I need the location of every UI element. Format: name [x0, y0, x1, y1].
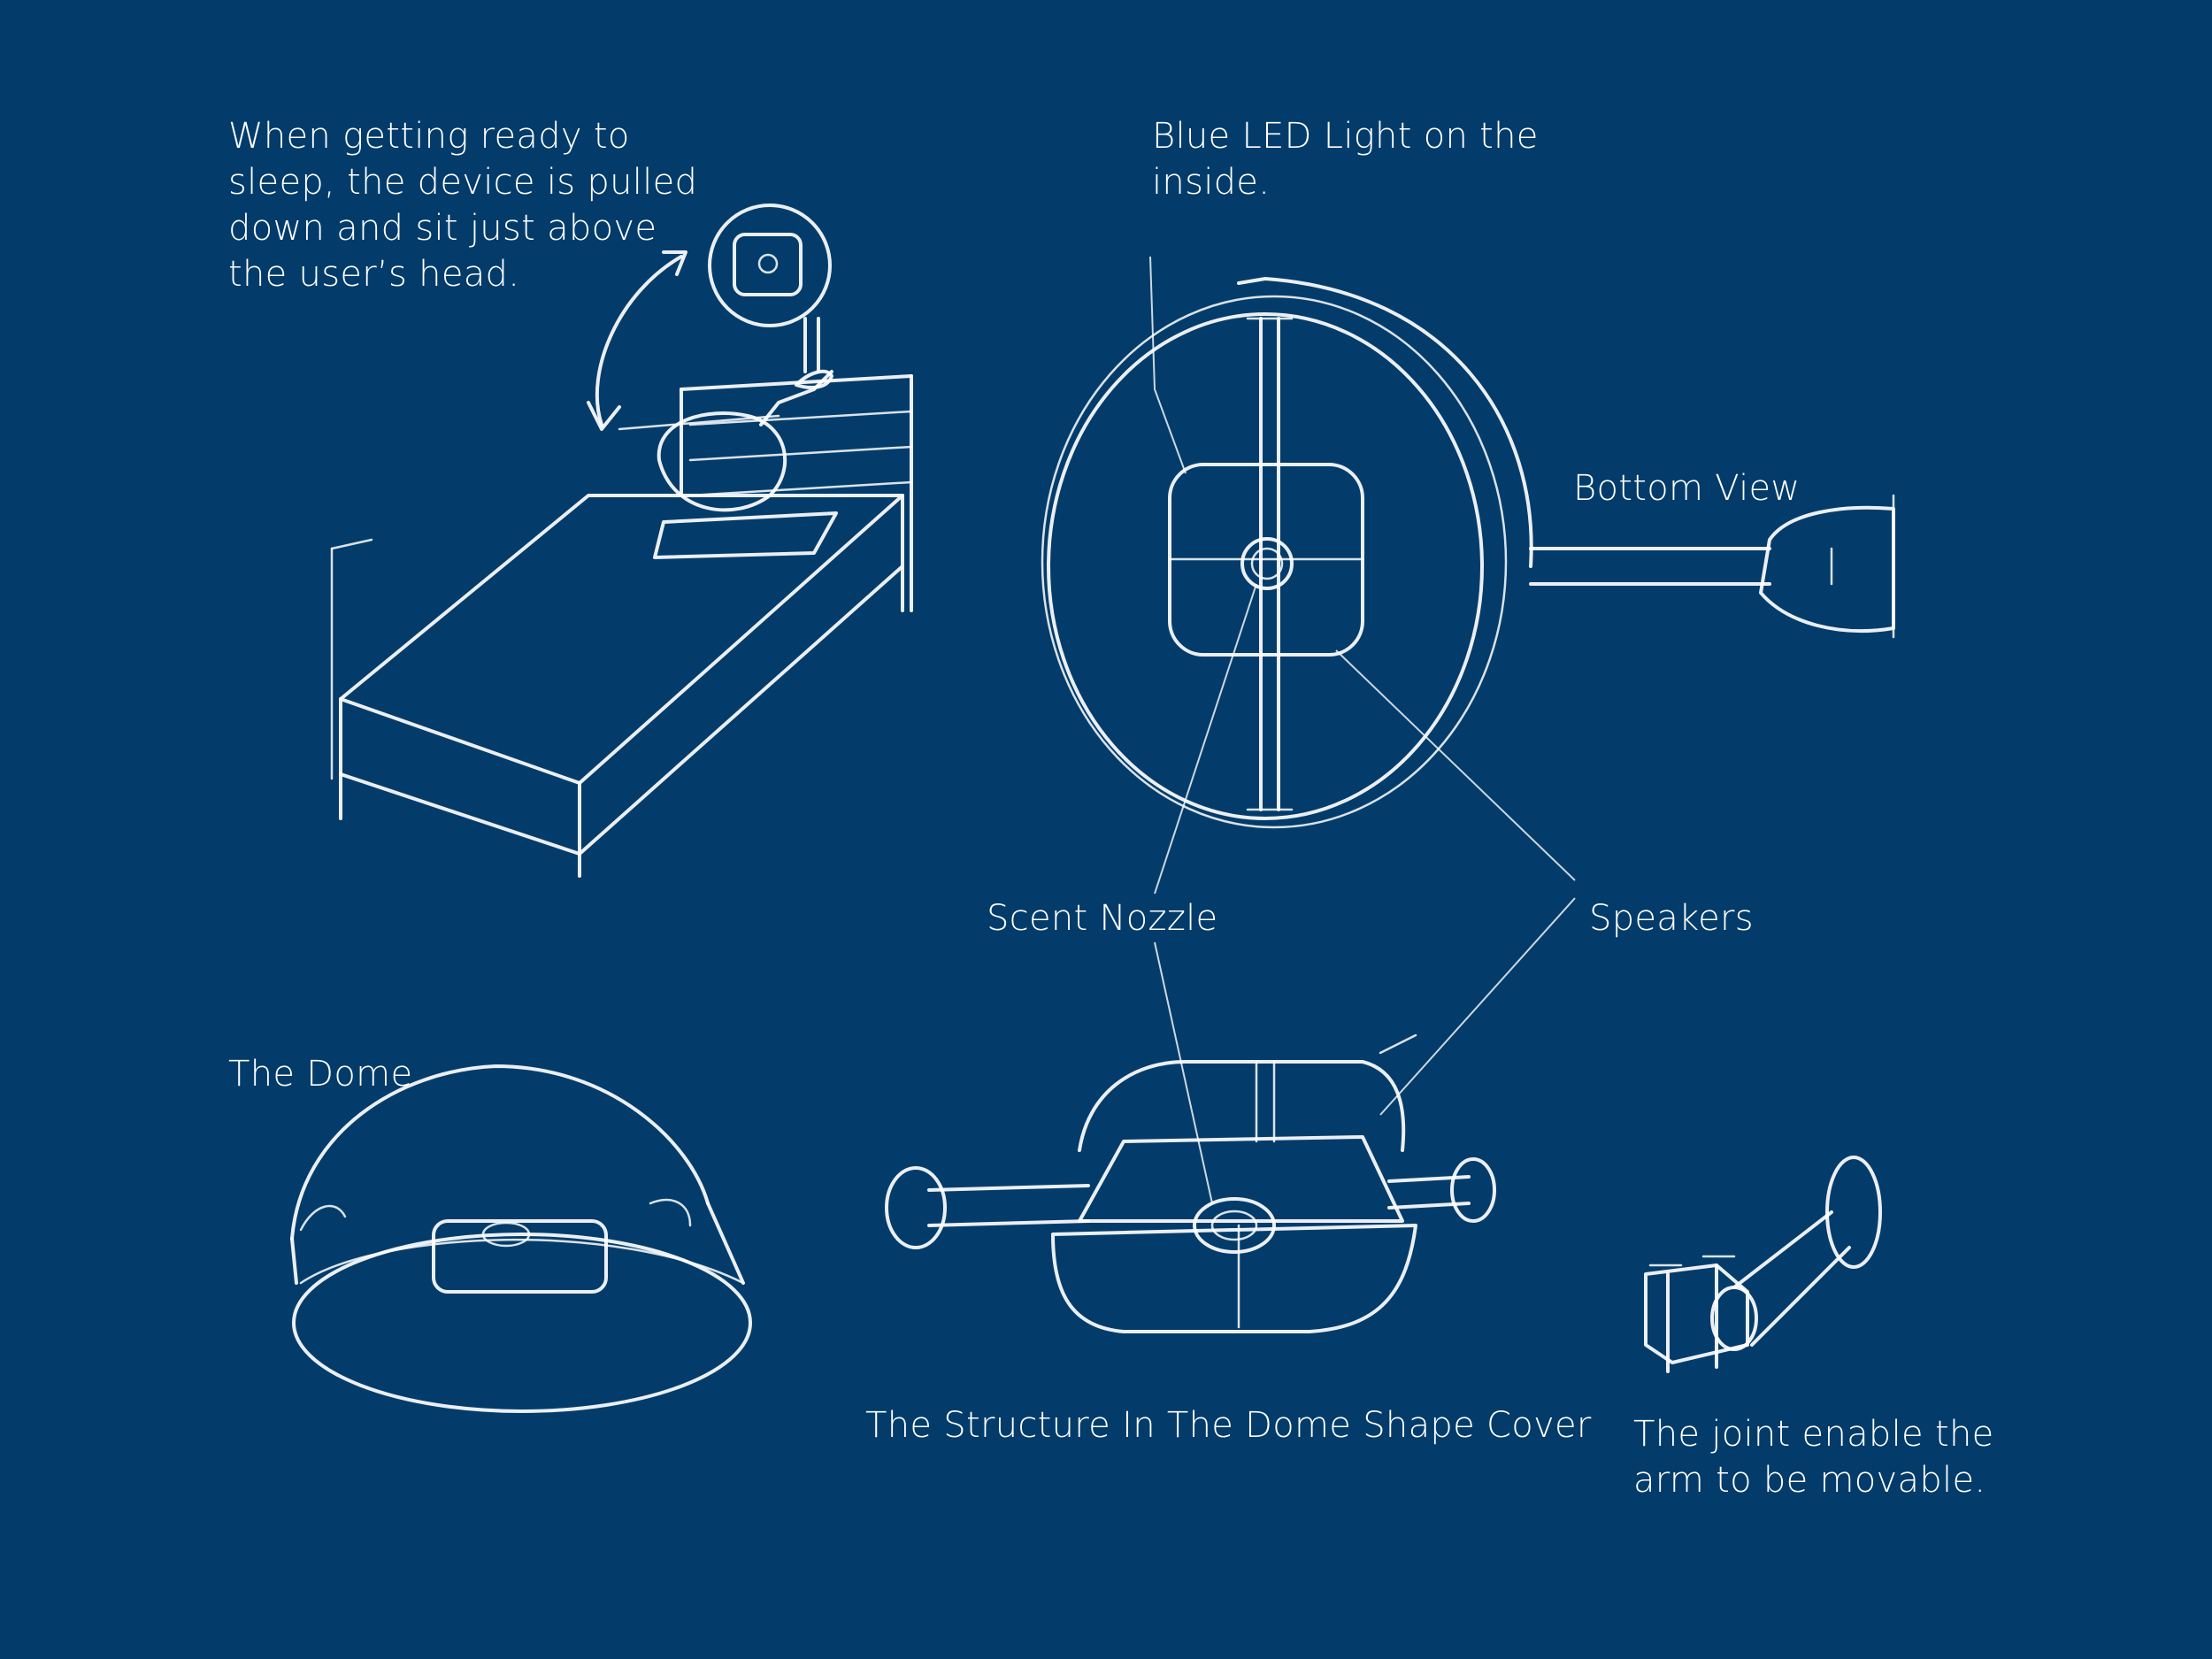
speakers-label: Speakers	[1589, 898, 1754, 939]
bottom-view-label: Bottom View	[1573, 468, 1801, 509]
joint-sketch	[1644, 1156, 1882, 1373]
intro-annotation: When getting ready to sleep, the device …	[228, 116, 698, 295]
dome-sketch	[290, 1064, 752, 1413]
scent-nozzle-label: Scent Nozzle	[987, 898, 1218, 939]
led-annotation: Blue LED Light on the inside.	[1152, 116, 1539, 203]
structure-caption: The Structure In The Dome Shape Cover	[865, 1405, 1592, 1446]
structure-sketch	[885, 897, 1576, 1333]
joint-caption: The joint enable the arm to be movable.	[1633, 1414, 1994, 1501]
dome-label: The Dome	[228, 1054, 413, 1094]
bottom-view-sketch	[1041, 256, 1895, 895]
bed-sketch	[330, 204, 913, 878]
